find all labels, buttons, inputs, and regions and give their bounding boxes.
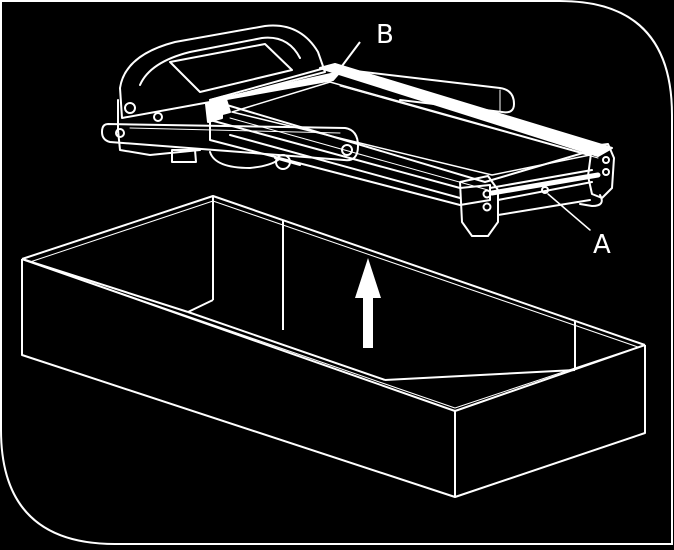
packing-box bbox=[21, 195, 646, 498]
side-rail bbox=[209, 119, 491, 206]
box-rim-front bbox=[21, 258, 646, 412]
treadmill bbox=[101, 24, 615, 237]
rear-end-cap bbox=[459, 175, 499, 237]
box-rim-back bbox=[21, 195, 646, 346]
upright-arm-front bbox=[101, 123, 359, 162]
box-face-front bbox=[21, 259, 456, 498]
strap-b bbox=[319, 63, 613, 157]
upright-arm-back bbox=[329, 67, 515, 114]
strap-a bbox=[489, 172, 601, 196]
box-face-right bbox=[454, 345, 646, 498]
label-b: B bbox=[376, 20, 394, 50]
motor-hood bbox=[119, 24, 326, 119]
up-arrow-icon bbox=[355, 258, 381, 348]
label-a: A bbox=[593, 230, 611, 260]
